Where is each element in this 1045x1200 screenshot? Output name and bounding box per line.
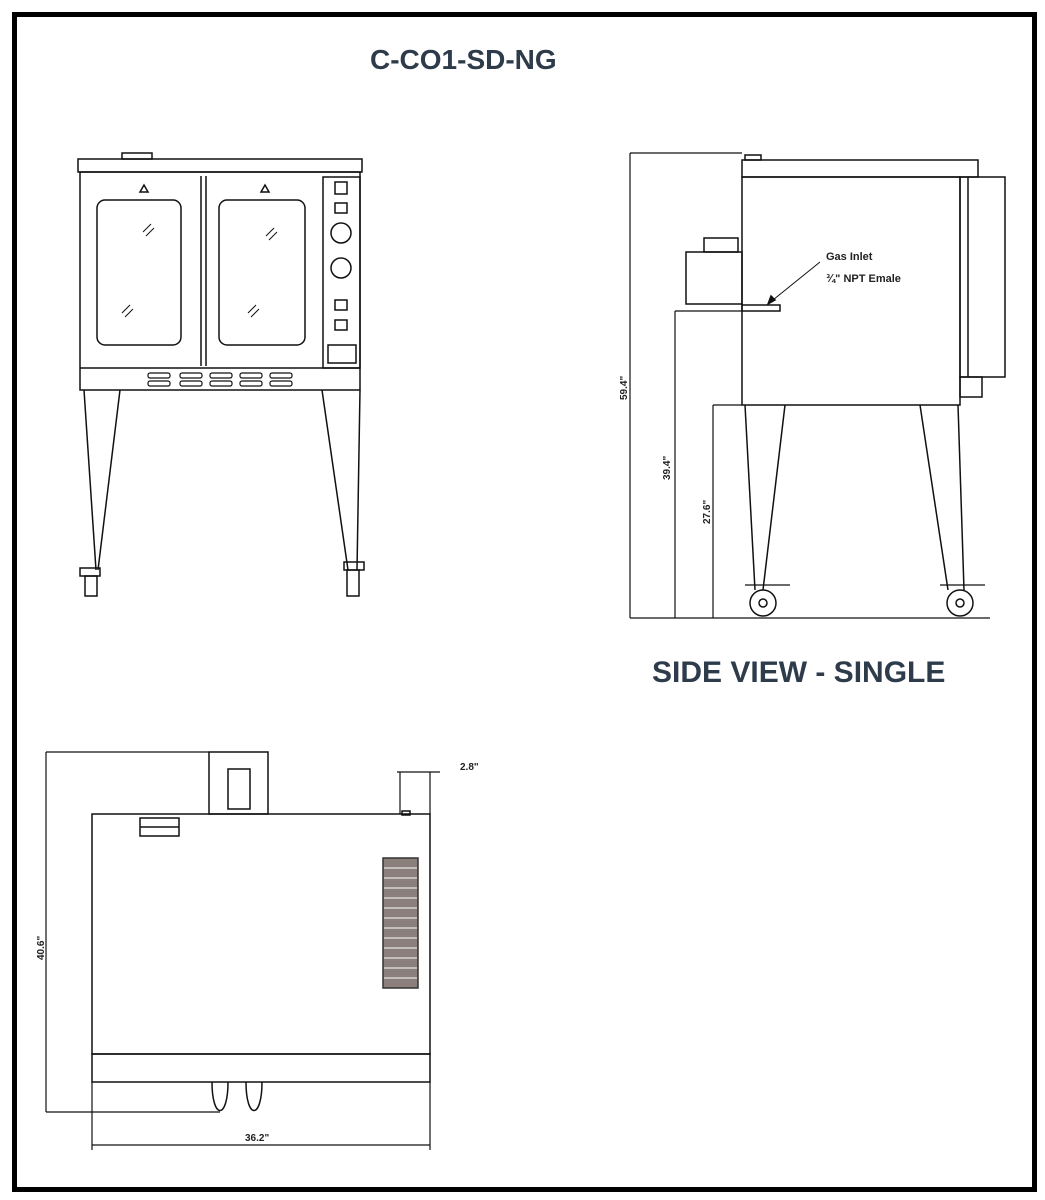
front-view xyxy=(77,152,365,597)
dimension-lines xyxy=(45,751,440,1150)
top-view: 40.6" 36.2" 2.8" xyxy=(36,751,479,1150)
dim-inlet-height: 39.4" xyxy=(662,456,673,480)
dim-width: 36.2" xyxy=(245,1133,269,1144)
gas-inlet-spec: ¾" NPT Emale xyxy=(826,273,901,285)
vent-grille xyxy=(382,857,419,989)
dim-leg-height: 27.6" xyxy=(702,500,713,524)
side-view: Gas Inlet ¾" NPT Emale 59.4" 39.4" 27.6" xyxy=(619,152,1006,619)
side-view-label: SIDE VIEW - SINGLE xyxy=(652,656,946,689)
control-panel xyxy=(322,176,361,369)
dim-overall-height: 59.4" xyxy=(619,376,630,400)
dimension-lines xyxy=(629,152,990,619)
gas-inlet-callout: Gas Inlet xyxy=(826,251,873,263)
drawing-border xyxy=(12,12,1037,1192)
dim-offset: 2.8" xyxy=(460,762,479,773)
dim-depth: 40.6" xyxy=(36,936,47,960)
model-title: C-CO1-SD-NG xyxy=(370,44,557,75)
vent-slots xyxy=(147,372,293,387)
